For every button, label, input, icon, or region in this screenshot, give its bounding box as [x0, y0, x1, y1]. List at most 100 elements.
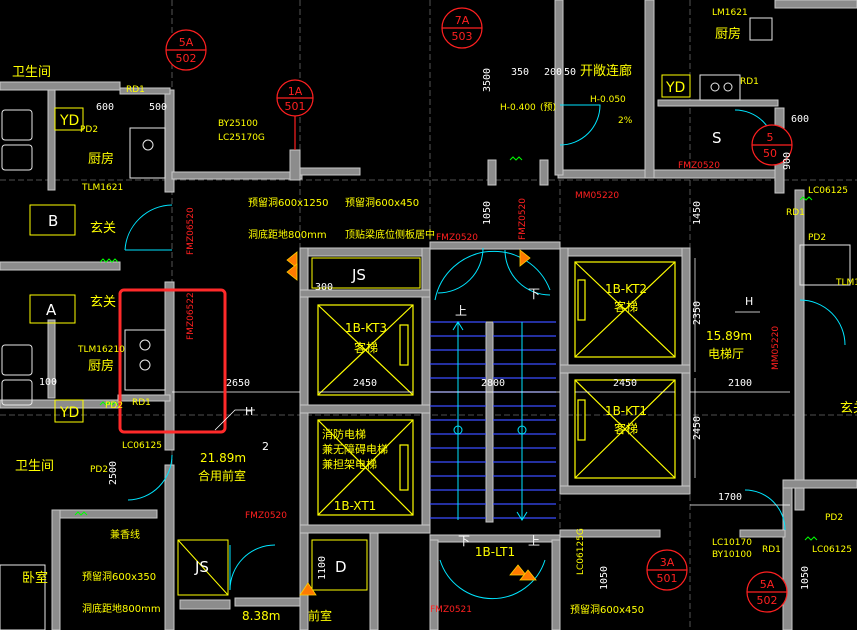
- area-labels: 21.89m 合用前室 15.89m 电梯厅 8.38m 前室: [198, 329, 752, 623]
- lc-2: LC06125: [808, 186, 848, 196]
- dimension-lines: [172, 258, 790, 506]
- label-bedroom: 卧室: [22, 570, 48, 586]
- pd2-4: PD2: [808, 233, 826, 243]
- lc-right: LC10170: [712, 538, 752, 548]
- axis-bubbles: [165, 7, 793, 613]
- bubble-ref-2: 503: [452, 30, 473, 43]
- bubble-ref-5: 501: [657, 572, 678, 585]
- h-marker-lines: [214, 311, 760, 431]
- room-code-js-1: JS: [351, 266, 366, 284]
- label-entry-right: 玄关: [840, 401, 857, 416]
- yd-mid: YD: [59, 405, 79, 421]
- yd-labels: YD YD YD: [54, 74, 691, 423]
- tlm-right: TLM1: [835, 278, 857, 288]
- h-marker-2: H: [745, 295, 753, 308]
- fm-vertical-2: FMZ06522: [186, 292, 196, 340]
- fmz-3: FMZ0521: [430, 605, 472, 615]
- xt1-code: 1B-XT1: [334, 499, 377, 513]
- fmz-1: FMZ0520: [436, 233, 478, 243]
- dim-1050-c: 1050: [800, 566, 811, 590]
- mm-vertical: MM05220: [771, 326, 781, 370]
- bubble-ref-4: 50: [763, 147, 777, 160]
- dim-3500: 3500: [482, 68, 493, 92]
- reserve-4: 预留洞600x450: [570, 603, 644, 616]
- ground-dist-2: 洞底距地800mm: [82, 602, 161, 615]
- lt1: 1B-LT1: [475, 545, 515, 559]
- tlm-2: TLM16210: [77, 345, 125, 355]
- dim-1050-a: 1050: [482, 201, 493, 225]
- room-code-d: D: [335, 558, 347, 576]
- h-marker-1: H: [245, 405, 253, 418]
- fire-door-labels: FMZ0520 FMZ0520 FMZ0521 FMZ0520 MM05220: [245, 161, 720, 615]
- dim-2100: 2100: [728, 378, 752, 389]
- h-elev: H-0.050: [590, 95, 626, 105]
- label-entry-a: 玄关: [90, 295, 116, 310]
- room-labels-yellow: 卫生间 厨房 玄关 玄关 厨房 卫生间 卧室 玄关 厨房 开敞连廊: [12, 26, 857, 586]
- elevator-shaft-kt2: [574, 261, 676, 358]
- bubble-ref-1: 502: [176, 52, 197, 65]
- rd1-3: RD1: [740, 77, 759, 87]
- rd1-4: RD1: [762, 545, 781, 555]
- elevator-shaft-xt1: [317, 419, 414, 516]
- elev-hall-name: 电梯厅: [708, 347, 744, 361]
- kt3-name: 客梯: [354, 340, 378, 355]
- dim-900: 900: [782, 152, 793, 170]
- beam-hole: 顶贴梁底位侧板居中: [345, 228, 435, 241]
- selection-highlight[interactable]: [118, 288, 227, 434]
- lm-right: LM1621: [712, 8, 748, 18]
- lc-tall: LC06125G: [576, 528, 586, 575]
- fm-vertical-1: FMZ06520: [186, 207, 196, 255]
- dim-600-a: 600: [96, 102, 114, 113]
- dim-1700: 1700: [718, 492, 742, 503]
- fmz-2: FMZ0520: [245, 511, 287, 521]
- lc-3: LC06125: [812, 545, 852, 555]
- lobby-name: 合用前室: [198, 468, 246, 483]
- stair-up-1: 上: [455, 304, 467, 318]
- bubble-code-3: 1A: [288, 85, 303, 98]
- label-toilet-bottom: 卫生间: [15, 459, 54, 474]
- lc-a: LC25170G: [218, 133, 265, 143]
- lc-1: LC06125: [122, 441, 162, 451]
- stair-direction-labels: 上 下 下 上: [455, 287, 540, 548]
- room-code-a: A: [46, 301, 57, 319]
- dim-1450: 1450: [692, 201, 703, 225]
- shaft-boxes: [29, 204, 421, 596]
- superscript-2-a: 2: [262, 440, 269, 453]
- dim-2450-a: 2450: [353, 378, 377, 389]
- elevator-labels: 1B-KT3 客梯 1B-KT2 客梯 1B-KT1 客梯 1B-XT1 1B-…: [334, 282, 647, 559]
- ground-dist-1: 洞底距地800mm: [248, 228, 327, 241]
- bubble-code-1: 5A: [179, 36, 194, 49]
- h-markers: H H 2: [245, 295, 753, 453]
- vertical-text: 兼香线: [110, 528, 140, 541]
- label-kitchen-right: 厨房: [715, 26, 741, 42]
- small-yellow-labels: PD2 PD2 PD2 PD2 PD2 RD1 RD1 RD1 RD1 RD1 …: [77, 8, 857, 560]
- label-kitchen-mid: 厨房: [88, 358, 114, 374]
- hatch-markers: [286, 249, 537, 596]
- dim-500: 500: [149, 102, 167, 113]
- bubble-ref-3: 501: [285, 100, 306, 113]
- vertical-dimension-numbers: 2350 2450 1450 3500 1050 1050 900 2500 1…: [108, 68, 811, 590]
- pd2-5: PD2: [825, 513, 843, 523]
- by-right: BY10100: [712, 550, 752, 560]
- dim-350: 350: [511, 67, 529, 78]
- stair-up-2: 上: [528, 534, 540, 548]
- dimension-numbers: 2650 2450 2800 2450 2100 1700 350 200 50…: [39, 67, 809, 503]
- xt1-description: 消防电梯兼无障碍电梯兼担架电梯: [322, 427, 388, 471]
- pd2-2: PD2: [90, 465, 108, 475]
- dim-600-b: 600: [791, 114, 809, 125]
- bubble-code-6: 5A: [760, 578, 775, 591]
- elevator-shaft-kt3: [317, 304, 414, 396]
- kt1-code: 1B-KT1: [605, 404, 647, 418]
- dim-1050-b: 1050: [599, 566, 610, 590]
- bubble-code-2: 7A: [455, 14, 470, 27]
- tlm-1: TLM1621: [81, 183, 123, 193]
- label-toilet-top: 卫生间: [12, 65, 51, 80]
- bubble-code-4: 5: [767, 131, 774, 144]
- axis-bubble-labels: 5A 502 7A 503 1A 501 5 50 3A 501 5A 502: [176, 14, 778, 607]
- reserve-hole-notes: 预留洞600x1250 洞底距地800mm 预留洞600x450 顶贴梁底位侧板…: [82, 196, 644, 616]
- xt1-line: 消防电梯: [322, 427, 366, 441]
- fm-vertical-3: FMZ0520: [518, 198, 528, 240]
- by-a: BY25100: [218, 119, 258, 129]
- room-code-b: B: [48, 212, 58, 230]
